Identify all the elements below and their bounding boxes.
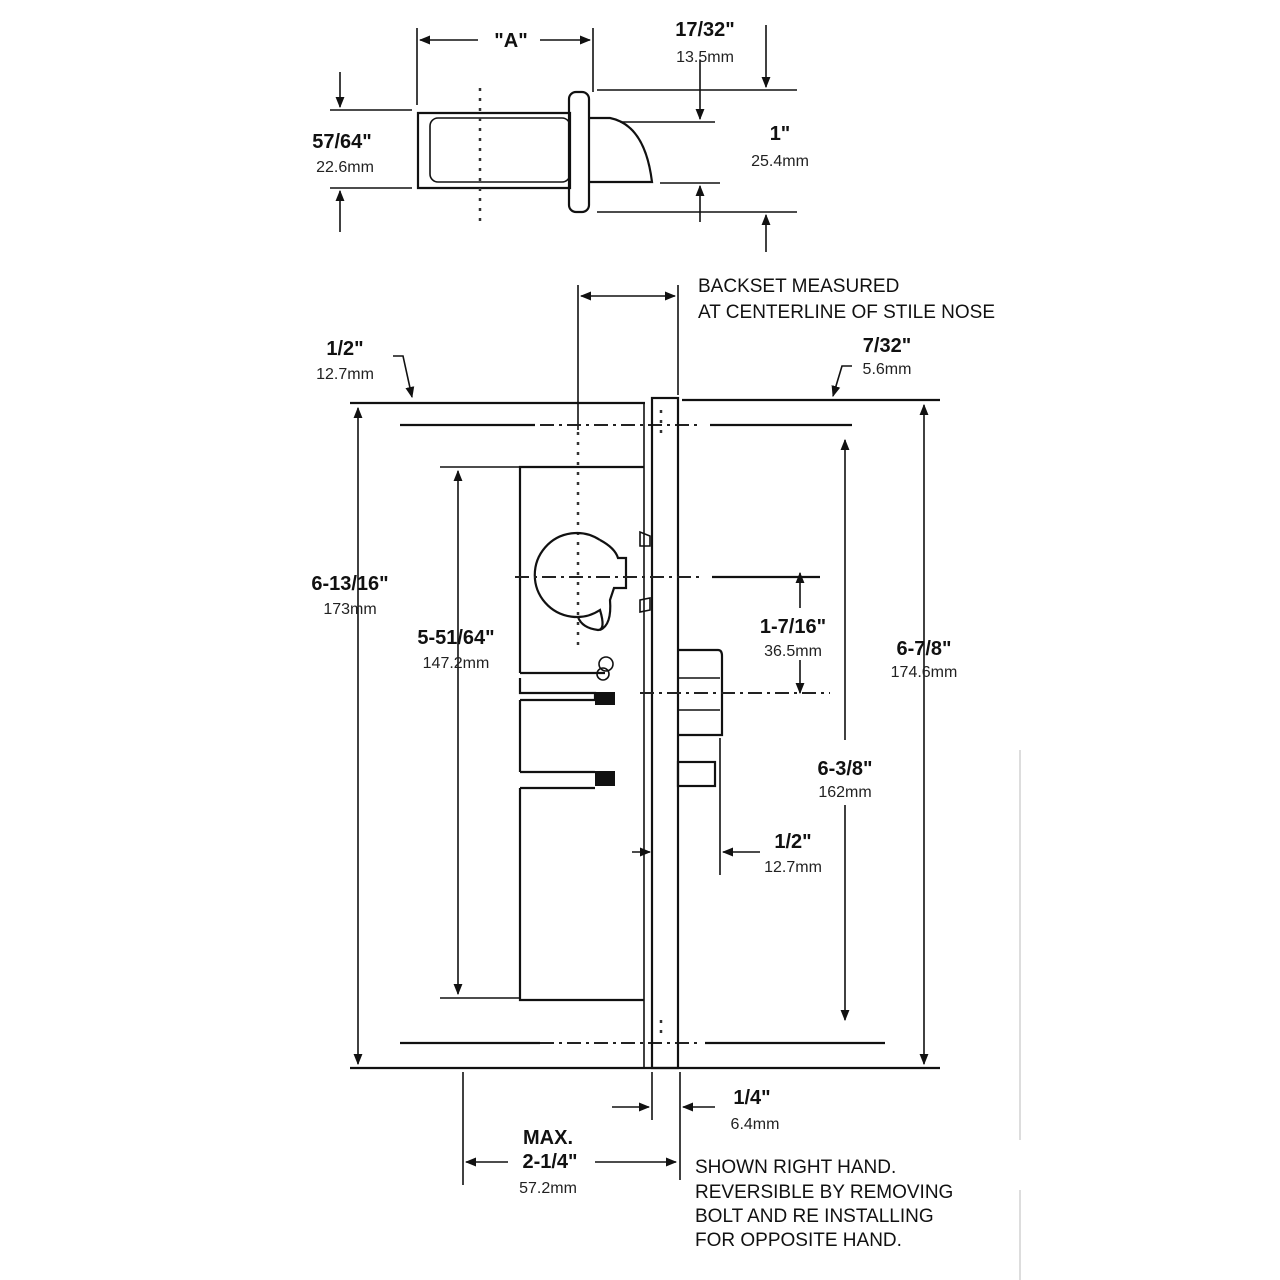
dim-1-7-16-inch: 1-7/16" [760,616,826,638]
dim-7-32-inch: 7/32" [863,335,911,357]
hand-note-line4: FOR OPPOSITE HAND. [695,1230,902,1251]
dim-6-3-8-mm: 162mm [818,784,871,801]
dim-1-4-inch: 1/4" [733,1087,770,1109]
dim-half-bolt-mm: 12.7mm [764,859,822,876]
backset-note-line2: AT CENTERLINE OF STILE NOSE [698,302,995,323]
hand-note-line2: REVERSIBLE BY REMOVING [695,1182,953,1203]
dim-7-32-mm: 5.6mm [863,361,912,378]
dim-6-13-16-mm: 173mm [323,601,376,618]
hand-note-line3: BOLT AND RE INSTALLING [695,1206,934,1227]
dim-1-7-16-mm: 36.5mm [764,643,822,660]
dim-1-4-mm: 6.4mm [731,1116,780,1133]
dim-5-51-64-inch: 5-51/64" [417,627,494,649]
dim-17-32-inch: 17/32" [675,19,735,41]
dim-6-7-8-inch: 6-7/8" [896,638,951,660]
dim-57-64-inch: 57/64" [312,131,372,153]
hand-note-line1: SHOWN RIGHT HAND. [695,1157,896,1178]
dim-half-top-mm: 12.7mm [316,366,374,383]
dim-6-7-8-mm: 174.6mm [891,664,958,681]
dim-5-51-64-mm: 147.2mm [423,655,490,672]
top-view-bolt: "A" 57/64" 22.6mm 17/32" 13.5mm 1" 25.4m… [312,19,809,252]
main-view-lock-body: BACKSET MEASURED AT CENTERLINE OF STILE … [311,276,1021,1280]
dim-half-top-inch: 1/2" [326,338,363,360]
dim-max-inch: 2-1/4" [522,1151,577,1173]
dim-1-mm: 25.4mm [751,153,809,170]
dim-half-bolt-inch: 1/2" [774,831,811,853]
dim-1-inch: 1" [770,123,791,145]
backset-note-line1: BACKSET MEASURED [698,276,899,297]
dim-a-label: "A" [494,30,527,52]
dim-57-64-mm: 22.6mm [316,159,374,176]
dim-17-32-mm: 13.5mm [676,49,734,66]
dim-6-13-16-inch: 6-13/16" [311,573,388,595]
dim-6-3-8-inch: 6-3/8" [817,758,872,780]
dim-max-label: MAX. [523,1127,573,1149]
dim-max-mm: 57.2mm [519,1180,577,1197]
